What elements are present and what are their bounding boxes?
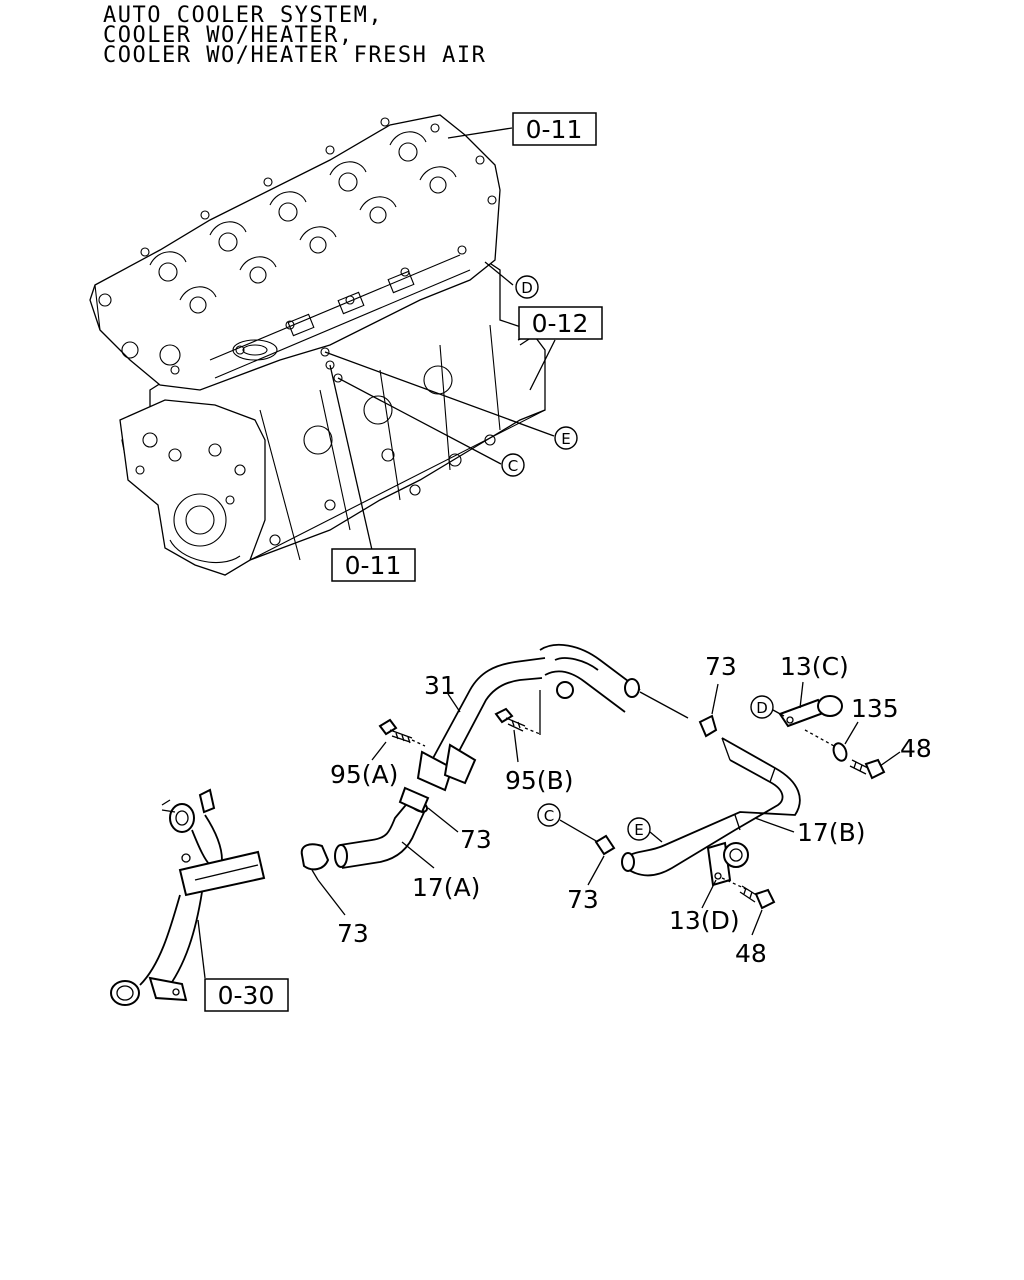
label-13c: 13(C) — [780, 652, 849, 681]
heater-pipe-31 — [416, 643, 689, 792]
clamp-73-top — [698, 714, 718, 738]
svg-text:D: D — [756, 699, 768, 717]
washer-135 — [804, 729, 848, 762]
label-17b: 17(B) — [797, 818, 865, 847]
marker-d-engine: D — [515, 275, 539, 299]
bolt-48-lower — [739, 885, 776, 910]
label-95b: 95(B) — [505, 766, 573, 795]
label-13d: 13(D) — [669, 906, 740, 935]
leader-48-top — [879, 751, 901, 767]
leader-17b — [754, 817, 795, 833]
svg-text:C: C — [508, 457, 518, 475]
marker-c-hose: C — [537, 803, 561, 827]
camshaft-caps — [149, 131, 457, 314]
label-73-left: 73 — [337, 919, 369, 948]
label-73-top: 73 — [705, 652, 737, 681]
label-17a: 17(A) — [412, 873, 480, 902]
leader-73-lower — [587, 855, 605, 886]
bolt-95b — [494, 707, 541, 735]
leader-17a — [401, 841, 435, 869]
water-pipe-assembly — [110, 788, 266, 1006]
leader-0-30 — [197, 919, 206, 979]
marker-d-clip: D — [750, 695, 774, 719]
hose-17b — [621, 737, 801, 877]
svg-text:C: C — [544, 807, 554, 825]
label-95a: 95(A) — [330, 760, 398, 789]
reference-side-text: 0-12 — [532, 309, 589, 338]
reference-water-pipe-text: 0-30 — [218, 981, 275, 1010]
reference-bottom-text: 0-11 — [345, 551, 402, 580]
engine-block-illustration — [89, 114, 546, 576]
clip-13d — [706, 841, 749, 891]
bolt-95a — [378, 718, 426, 747]
diagram-title-line-1: AUTO COOLER SYSTEM, — [103, 3, 384, 28]
leader-13d — [701, 879, 717, 909]
label-31: 31 — [424, 671, 456, 700]
leader-73-left — [317, 879, 346, 916]
marker-e-hose: E — [627, 817, 651, 841]
leader-95b — [513, 729, 519, 763]
svg-text:E: E — [561, 430, 570, 448]
leader-73-top — [711, 683, 719, 715]
clip-13c — [778, 695, 843, 728]
reference-box-bottom[interactable]: 0-11 — [331, 548, 416, 582]
label-73-lower: 73 — [567, 885, 599, 914]
reference-box-top[interactable]: 0-11 — [512, 112, 597, 146]
diagram-title-line-3: COOLER WO/HEATER FRESH AIR — [103, 43, 487, 68]
leader-73-mid — [427, 807, 459, 833]
bolt-48-top — [849, 758, 886, 780]
reference-box-water-pipe[interactable]: 0-30 — [204, 978, 289, 1012]
label-135: 135 — [851, 694, 899, 723]
label-48-top: 48 — [900, 734, 932, 763]
hose-17a — [334, 786, 430, 869]
reference-box-side[interactable]: 0-12 — [518, 306, 603, 340]
reference-top-text: 0-11 — [526, 115, 583, 144]
marker-e-engine: E — [554, 426, 578, 450]
clamp-73-left — [300, 843, 330, 881]
leader-13c — [799, 681, 804, 709]
label-48-lower: 48 — [735, 939, 767, 968]
leader-135 — [844, 721, 859, 745]
label-73-mid: 73 — [460, 825, 492, 854]
marker-c-engine: C — [501, 453, 525, 477]
leader-48-lower — [751, 909, 763, 936]
clamp-73-lower — [594, 834, 616, 856]
svg-text:E: E — [634, 821, 643, 839]
diagram-title-line-2: COOLER WO/HEATER, — [103, 23, 354, 48]
leader-95a — [371, 741, 387, 761]
leader-31 — [447, 693, 461, 713]
svg-text:D: D — [521, 279, 533, 297]
